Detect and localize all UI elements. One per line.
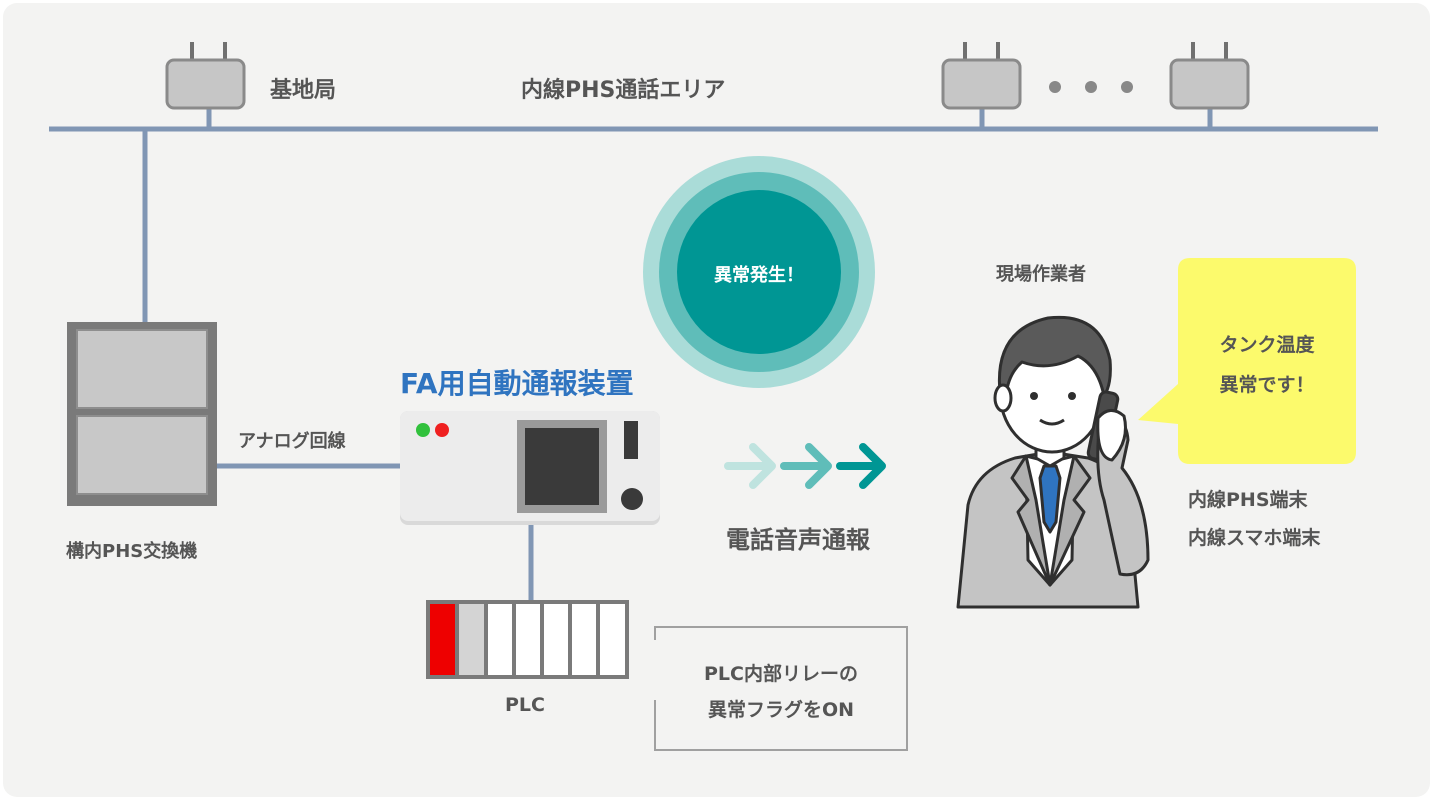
speech-bubble <box>1138 258 1356 464</box>
green-led-icon <box>416 423 430 437</box>
exchange-label: 構内PHS交換機 <box>66 541 198 562</box>
alarm-label: 異常発生！ <box>714 265 804 286</box>
fa-device-icon <box>400 411 660 525</box>
terminal-label-line1: 内線PHS端末 <box>1188 489 1308 511</box>
speech-text-line2: 異常です！ <box>1219 374 1315 396</box>
relay-annotation-box <box>650 626 908 751</box>
worker-illustration <box>956 315 1150 609</box>
base-station-icon <box>1169 42 1250 110</box>
relay-text-line2: 異常フラグをON <box>707 699 855 721</box>
analog-line-label: アナログ回線 <box>238 431 346 452</box>
ellipsis-dots-icon <box>1049 81 1133 93</box>
network-lines <box>49 107 1378 600</box>
phs-area-label: 内線PHS通話エリア <box>521 78 726 103</box>
alarm-circle <box>643 156 875 388</box>
red-led-icon <box>435 423 449 437</box>
base-station-icon <box>165 42 246 110</box>
terminal-label-line2: 内線スマホ端末 <box>1188 527 1321 549</box>
device-title: FA用自動通報装置 <box>400 367 634 400</box>
base-station-label: 基地局 <box>270 78 337 103</box>
relay-text-line1: PLC内部リレーの <box>704 663 858 685</box>
base-station-icon <box>941 42 1022 110</box>
plc-label: PLC <box>505 694 545 716</box>
voice-report-arrows-icon <box>724 443 886 489</box>
plc-icon <box>426 600 629 679</box>
worker-label: 現場作業者 <box>996 264 1086 285</box>
voice-report-label: 電話音声通報 <box>726 526 870 554</box>
phs-exchange-icon <box>67 322 217 506</box>
speech-text-line1: タンク温度 <box>1219 334 1315 356</box>
